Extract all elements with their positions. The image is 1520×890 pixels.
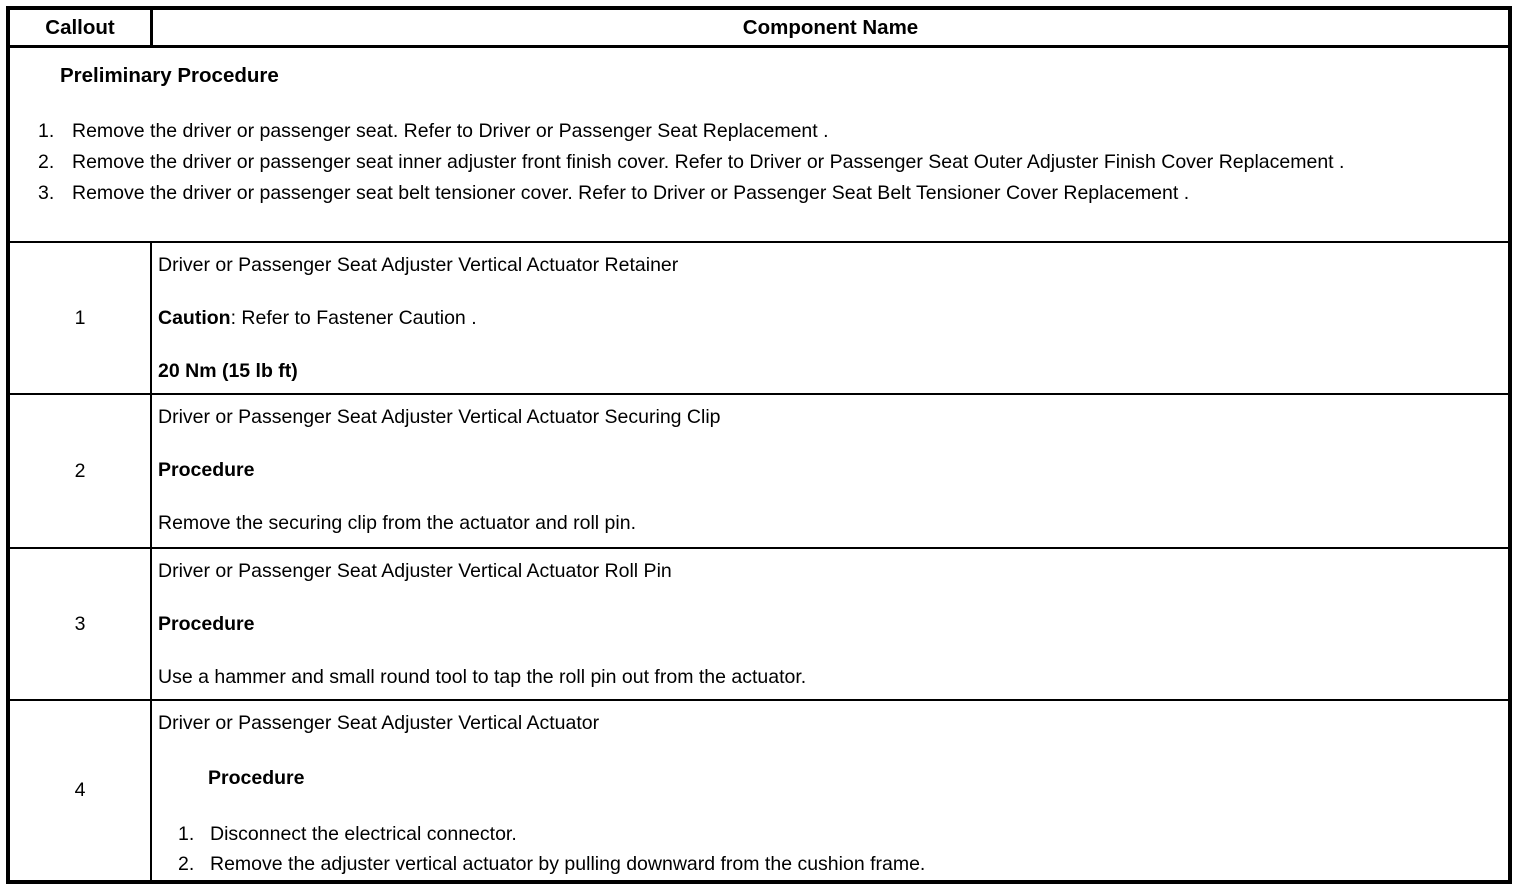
torque-spec: 20 Nm (15 lb ft) bbox=[158, 360, 298, 382]
procedure-step: Disconnect the electrical connector. bbox=[178, 819, 517, 849]
procedure-step: Remove the adjuster vertical actuator by… bbox=[178, 849, 926, 879]
component-cell: Driver or Passenger Seat Adjuster Vertic… bbox=[152, 243, 1508, 393]
component-name: Driver or Passenger Seat Adjuster Vertic… bbox=[158, 560, 672, 582]
procedure-label: Procedure bbox=[208, 767, 305, 789]
caution-line: Caution: Refer to Fastener Caution . bbox=[158, 306, 1494, 330]
callout-column-header: Callout bbox=[10, 10, 153, 45]
preliminary-step: Remove the driver or passenger seat inne… bbox=[38, 147, 1345, 178]
procedure-text: Use a hammer and small round tool to tap… bbox=[158, 666, 807, 688]
procedure-text: Remove the securing clip from the actuat… bbox=[158, 512, 636, 534]
component-name: Driver or Passenger Seat Adjuster Vertic… bbox=[158, 406, 721, 428]
table-row: 2 Driver or Passenger Seat Adjuster Vert… bbox=[10, 395, 1508, 549]
caution-text: Refer to Fastener Caution . bbox=[236, 307, 477, 329]
callout-number: 2 bbox=[10, 395, 152, 547]
caution-separator: : bbox=[230, 307, 236, 329]
preliminary-step: Remove the driver or passenger seat. Ref… bbox=[38, 116, 829, 147]
caution-label: Caution bbox=[158, 307, 231, 329]
preliminary-procedure-section: Preliminary Procedure Remove the driver … bbox=[10, 48, 1508, 243]
procedure-label: Procedure bbox=[158, 459, 255, 481]
component-name: Driver or Passenger Seat Adjuster Vertic… bbox=[158, 254, 679, 276]
component-table: Callout Component Name Preliminary Proce… bbox=[6, 6, 1512, 884]
preliminary-step: Remove the driver or passenger seat belt… bbox=[38, 178, 1190, 209]
component-cell: Driver or Passenger Seat Adjuster Vertic… bbox=[152, 701, 1508, 880]
table-row: 3 Driver or Passenger Seat Adjuster Vert… bbox=[10, 549, 1508, 701]
table-row: 1 Driver or Passenger Seat Adjuster Vert… bbox=[10, 243, 1508, 395]
callout-number: 4 bbox=[10, 701, 152, 880]
table-header-row: Callout Component Name bbox=[10, 10, 1508, 48]
procedure-label: Procedure bbox=[158, 613, 255, 635]
preliminary-procedure-title: Preliminary Procedure bbox=[60, 64, 279, 87]
component-cell: Driver or Passenger Seat Adjuster Vertic… bbox=[152, 549, 1508, 699]
table-row: 4 Driver or Passenger Seat Adjuster Vert… bbox=[10, 701, 1508, 880]
preliminary-step-list: Remove the driver or passenger seat. Ref… bbox=[10, 116, 1508, 209]
procedure-step-list: Disconnect the electrical connector. Rem… bbox=[158, 819, 1494, 879]
component-cell: Driver or Passenger Seat Adjuster Vertic… bbox=[152, 395, 1508, 547]
component-name: Driver or Passenger Seat Adjuster Vertic… bbox=[158, 712, 600, 734]
component-name-column-header: Component Name bbox=[742, 15, 919, 39]
callout-number: 1 bbox=[10, 243, 152, 393]
callout-number: 3 bbox=[10, 549, 152, 699]
